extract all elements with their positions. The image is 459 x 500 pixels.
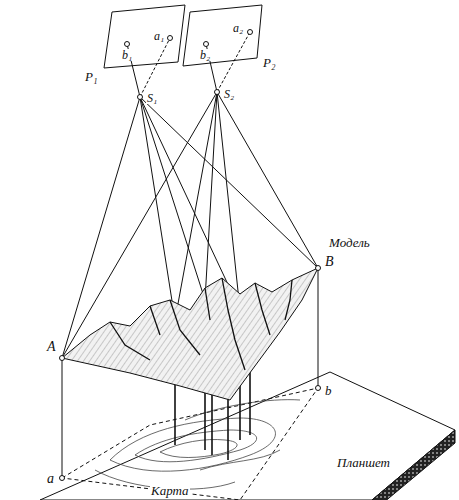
terrain-model — [62, 268, 318, 400]
point-label: P₂ — [262, 56, 276, 69]
photo-plate — [104, 5, 185, 68]
map-area — [62, 388, 318, 500]
contour-lines — [95, 400, 300, 490]
plotting-sheet — [40, 372, 455, 500]
point-label: A — [46, 340, 57, 354]
point-label: P₁ — [84, 70, 98, 83]
point-label: S₁ — [146, 92, 158, 104]
point-label: Планшет — [336, 456, 391, 469]
point-label: a₁ — [153, 30, 165, 42]
point-label: b₁ — [121, 49, 133, 61]
photo-plate — [183, 5, 262, 66]
point-label: b — [324, 384, 333, 397]
points — [60, 30, 321, 481]
terrain-ridges — [110, 278, 292, 370]
point-label: b₂ — [199, 49, 211, 61]
point-label: a — [46, 472, 55, 486]
point-label: S₂ — [223, 88, 235, 100]
point-label: a₂ — [232, 22, 244, 34]
point-label: Модель — [328, 236, 371, 249]
point-label: B — [324, 255, 335, 269]
point-label: Карта — [150, 484, 190, 497]
